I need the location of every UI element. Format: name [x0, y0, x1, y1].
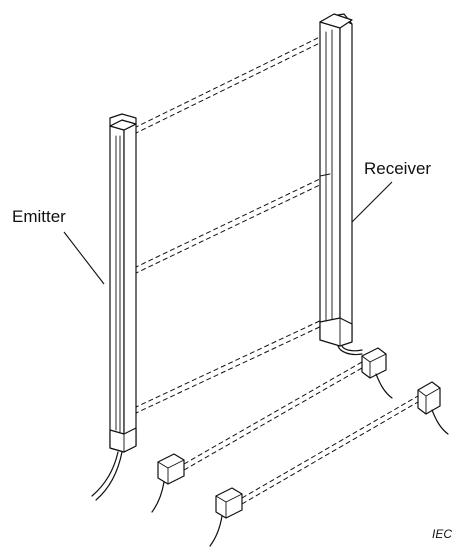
receiver-leader-line [351, 181, 393, 223]
iec-mark: IEC [432, 527, 452, 541]
receiver-label: Receiver [364, 159, 431, 178]
emitter-column [109, 113, 137, 453]
emitter-unit-b [209, 487, 243, 547]
receiver-cable [337, 345, 363, 356]
emitter-unit-a [151, 453, 185, 513]
emitter-leader-line [63, 231, 105, 285]
receiver-unit-b [417, 381, 449, 435]
receiver-column [319, 13, 353, 347]
emitter-label: Emitter [12, 207, 66, 226]
unit-beams [183, 361, 419, 505]
receiver-unit-a [361, 347, 393, 399]
light-beams [133, 33, 327, 415]
emitter-cable [91, 451, 119, 497]
